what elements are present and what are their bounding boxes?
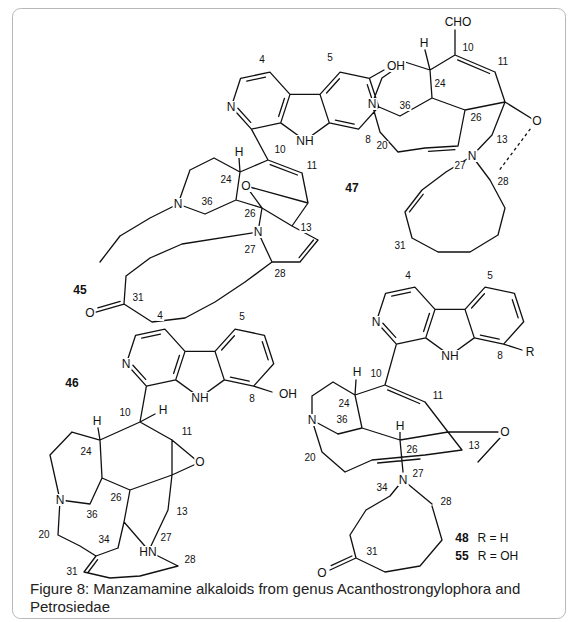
- compound-number: 48: [454, 532, 469, 544]
- atom-label: N: [367, 98, 378, 110]
- locant-number: 34: [97, 535, 110, 545]
- atom-label: O: [531, 115, 542, 127]
- atom-label: O: [316, 567, 327, 579]
- figure-caption: Figure 8: Manzamamine alkaloids from gen…: [30, 580, 552, 616]
- locant-number: 11: [306, 161, 318, 171]
- locant-number: 24: [433, 79, 446, 89]
- locant-number: 13: [299, 223, 312, 233]
- locant-number: 26: [109, 493, 122, 503]
- atom-label: HN: [138, 546, 157, 558]
- atom-label: N: [371, 316, 382, 328]
- locant-number: 11: [497, 57, 509, 67]
- atom-label: N: [467, 150, 478, 162]
- atom-label: NH: [295, 135, 314, 147]
- locant-number: 31: [131, 293, 144, 303]
- locant-number: 5: [238, 312, 246, 322]
- atom-label: O: [84, 307, 95, 319]
- locant-number: 10: [273, 145, 286, 155]
- atom-label: H: [352, 366, 363, 378]
- locant-number: 13: [175, 507, 188, 517]
- atom-label: N: [226, 101, 237, 113]
- locant-number: 36: [200, 197, 213, 207]
- locant-number: 8: [364, 135, 372, 145]
- locant-number: 36: [335, 415, 348, 425]
- atom-label: N: [307, 414, 318, 426]
- locant-number: 13: [495, 135, 508, 145]
- compound-number: 46: [64, 377, 79, 389]
- atom-label: O: [194, 456, 205, 468]
- locant-number: 31: [365, 547, 378, 557]
- atom-label: H: [419, 37, 430, 49]
- locant-number: 27: [453, 161, 466, 171]
- locant-number: 10: [461, 43, 474, 53]
- locant-number: 24: [337, 399, 350, 409]
- locant-number: 26: [405, 445, 418, 455]
- locant-number: 36: [398, 101, 411, 111]
- locant-number: 20: [303, 453, 316, 463]
- locant-number: 36: [85, 510, 98, 520]
- atom-label: NH: [440, 350, 459, 362]
- atom-label: CHO: [444, 16, 473, 28]
- locant-number: 26: [243, 209, 256, 219]
- locant-number: 28: [496, 177, 509, 187]
- atom-label: N: [121, 358, 132, 370]
- locant-number: 27: [243, 245, 256, 255]
- locant-number: 8: [248, 394, 256, 404]
- atom-label: N: [253, 226, 264, 238]
- locant-number: 26: [469, 113, 482, 123]
- locant-number: 11: [432, 391, 444, 401]
- atom-label: NH: [190, 392, 209, 404]
- locant-number: 27: [159, 533, 172, 543]
- atom-label: O: [499, 426, 510, 438]
- locant-number: 28: [273, 269, 286, 279]
- atom-label: H: [234, 146, 245, 158]
- locant-number: 10: [118, 408, 131, 418]
- atom-label: OH: [278, 388, 298, 400]
- locant-number: 4: [156, 311, 164, 321]
- bond-lines: [50, 30, 534, 578]
- locant-number: 13: [467, 441, 480, 451]
- locant-number: 34: [375, 483, 388, 493]
- figure-frame: [13, 9, 566, 619]
- locant-number: 24: [219, 175, 232, 185]
- atom-label: H: [395, 420, 406, 432]
- atom-label: OH: [386, 60, 406, 72]
- atom-label: H: [92, 415, 103, 427]
- locant-number: 11: [181, 427, 193, 437]
- locant-number: 4: [258, 55, 266, 65]
- locant-number: 20: [37, 530, 50, 540]
- hashed-bond: [498, 124, 534, 172]
- atom-label: H: [158, 404, 169, 416]
- compound-number: 45: [72, 284, 87, 296]
- locant-number: 20: [375, 141, 388, 151]
- locant-number: 10: [369, 369, 382, 379]
- locant-number: 28: [439, 497, 452, 507]
- locant-number: 24: [79, 447, 92, 457]
- locant-number: 27: [411, 469, 424, 479]
- atom-label: O: [240, 180, 251, 192]
- locant-number: 4: [404, 271, 412, 281]
- locant-number: 8: [496, 351, 504, 361]
- atom-label: R = OH: [477, 550, 519, 562]
- atom-label: N: [398, 474, 409, 486]
- atom-label: N: [55, 494, 66, 506]
- locant-number: 28: [183, 555, 196, 565]
- atom-label: R = H: [476, 532, 509, 544]
- compound-number: 55: [454, 550, 469, 562]
- compound-number: 47: [344, 182, 359, 194]
- atom-label: N: [173, 198, 184, 210]
- locant-number: 31: [65, 567, 78, 577]
- locant-number: 5: [326, 53, 334, 63]
- atom-label: R: [525, 346, 536, 358]
- locant-number: 31: [393, 241, 406, 251]
- locant-number: 5: [486, 271, 494, 281]
